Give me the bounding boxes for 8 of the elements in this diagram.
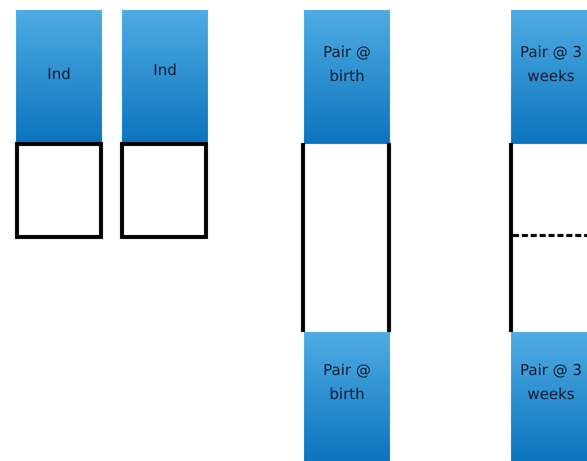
label-panel: Ind <box>122 10 208 142</box>
label-panel: Pair @ birth <box>304 332 390 461</box>
label-panel: Pair @ birth <box>304 10 390 144</box>
cage-outline <box>120 142 208 239</box>
label-panel: Pair @ 3 weeks <box>511 332 587 461</box>
label-panel: Pair @ 3 weeks <box>511 10 587 144</box>
label-panel: Ind <box>16 10 102 142</box>
cage-outline <box>15 142 103 239</box>
